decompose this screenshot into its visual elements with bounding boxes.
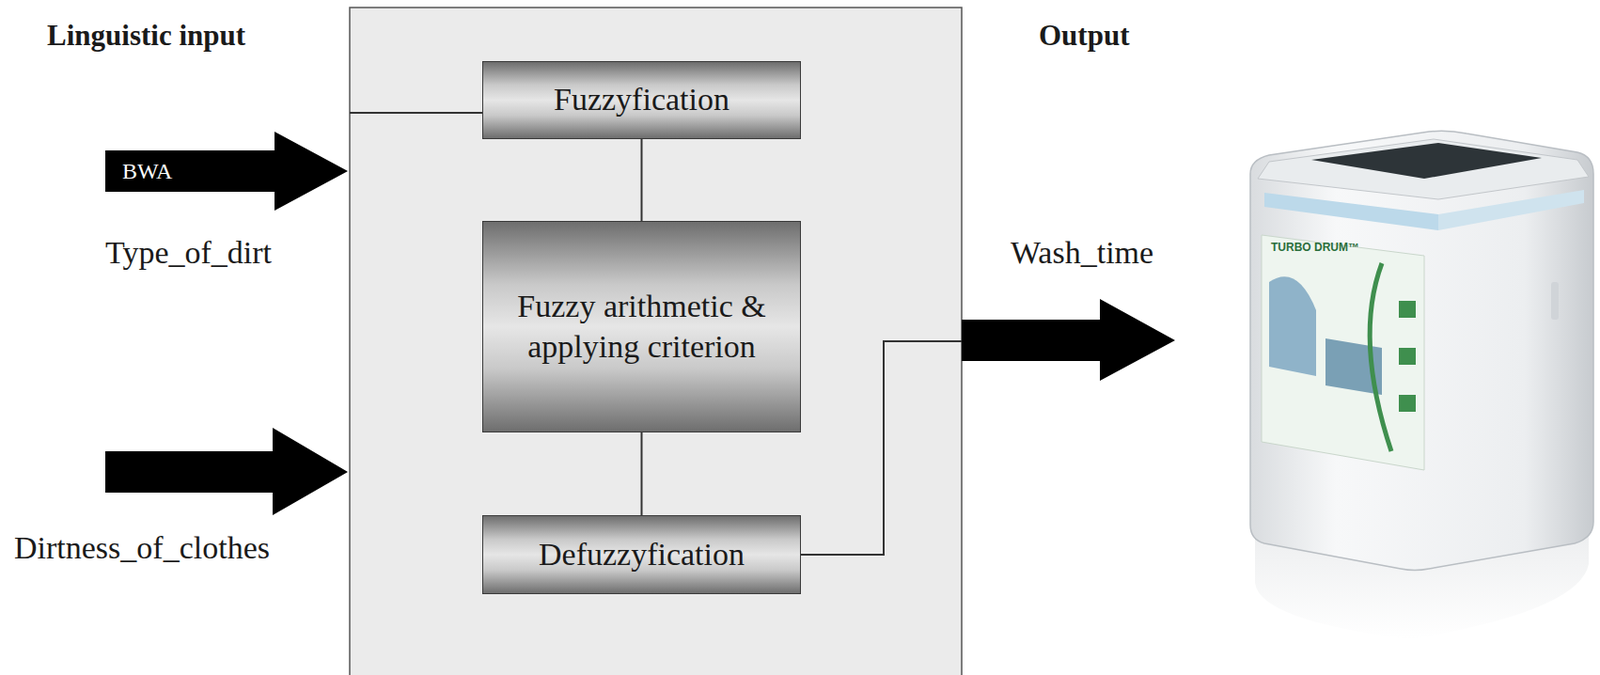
output-name: Wash_time [1010, 235, 1154, 271]
box-text: Fuzzyfication [553, 79, 730, 121]
connector [641, 139, 644, 221]
input-arrow [105, 427, 348, 516]
output-arrow [961, 298, 1176, 381]
input-name: Type_of_dirt [105, 235, 272, 271]
connector [641, 432, 644, 516]
process-box: Defuzzyfication [482, 515, 801, 595]
process-box: Fuzzyfication [482, 61, 801, 140]
box-text: Defuzzyfication [538, 534, 745, 576]
box-text: Fuzzy arithmetic & applying criterion [505, 286, 779, 367]
product-text: TURBO DRUM™ [1270, 240, 1360, 254]
input-name: Dirtness_of_clothes [14, 530, 270, 566]
arrow-text: BWA [105, 156, 173, 186]
input-arrow: BWA [105, 131, 348, 211]
input-wire [349, 111, 483, 114]
controller-panel [349, 7, 962, 675]
section-heading: Output [1038, 18, 1130, 53]
output-wire [800, 341, 962, 555]
process-box: Fuzzy arithmetic & applying criterion [482, 220, 801, 433]
washing-machine [1250, 130, 1594, 640]
arrow-outline [105, 131, 348, 211]
section-heading: Linguistic input [47, 18, 246, 53]
